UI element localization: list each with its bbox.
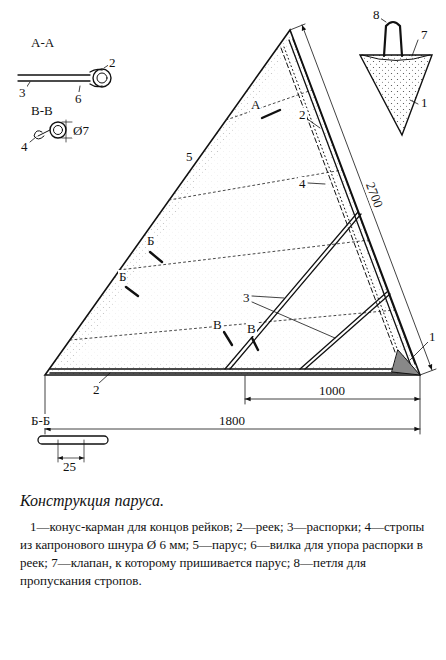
callout-number: 1: [420, 96, 429, 110]
callout-number: 1: [428, 330, 437, 344]
callout-number: 4: [20, 140, 29, 154]
callout-number: 2: [108, 56, 117, 70]
section-label: В-В: [30, 104, 54, 118]
callout-number: 3: [242, 291, 251, 305]
dimension: 25: [62, 460, 77, 474]
callout-number: 2: [298, 108, 307, 122]
figure-title: Конструкция паруса.: [20, 492, 164, 510]
section-label: Б-Б: [30, 414, 51, 428]
callout-number: 5: [185, 150, 194, 164]
section-letter: Б: [118, 270, 127, 284]
section-letter: А: [250, 98, 261, 112]
section-label: А-А: [30, 36, 55, 50]
callout-number: 4: [298, 177, 307, 191]
callout-number: 7: [420, 28, 429, 42]
figure-caption: 1—конус-карман для концов рейков; 2—реек…: [20, 518, 426, 590]
dimension: 1800: [218, 414, 246, 428]
dimension: 2700: [362, 180, 385, 211]
callout-number: 6: [74, 92, 83, 106]
section-letter: В: [246, 322, 257, 336]
callout-number: 2: [92, 383, 101, 397]
dimension: Ø7: [72, 124, 90, 138]
section-letter: В: [212, 318, 223, 332]
dimension: 1000: [318, 384, 346, 398]
callout-number: 3: [18, 86, 27, 100]
callout-number: 8: [372, 8, 381, 22]
section-letter: Б: [146, 234, 155, 248]
